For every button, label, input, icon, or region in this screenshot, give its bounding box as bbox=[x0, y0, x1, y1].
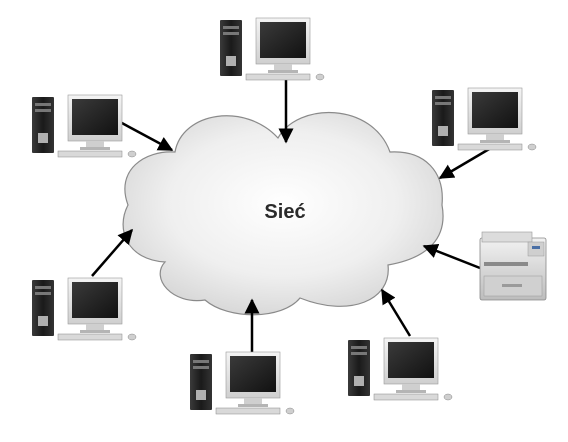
keyboard bbox=[57, 333, 123, 341]
mouse bbox=[127, 150, 137, 158]
network-label: Sieć bbox=[264, 201, 305, 223]
arrow-upper-right-computer bbox=[438, 143, 497, 180]
arrow-upper-left-computer bbox=[119, 120, 174, 152]
mouse bbox=[285, 407, 295, 415]
network-cloud: Sieć bbox=[122, 111, 444, 316]
screen bbox=[230, 356, 276, 392]
mouse bbox=[315, 73, 325, 81]
mouse bbox=[527, 143, 537, 151]
screen bbox=[260, 22, 306, 58]
desktop-computer-icon bbox=[32, 94, 137, 158]
keyboard bbox=[373, 393, 439, 401]
connections bbox=[91, 80, 497, 352]
screen bbox=[388, 342, 434, 378]
arrow-lower-left-computer bbox=[91, 228, 133, 277]
screen bbox=[72, 282, 118, 318]
screen bbox=[72, 99, 118, 135]
desktop-computer-icon bbox=[348, 337, 453, 401]
printer-icon bbox=[479, 231, 547, 301]
keyboard bbox=[457, 143, 523, 151]
mouse bbox=[127, 333, 137, 341]
desktop-computer-icon bbox=[32, 277, 137, 341]
desktop-computer-icon bbox=[190, 351, 295, 415]
desktop-computer-icon bbox=[220, 17, 325, 81]
desktop-computer-icon bbox=[432, 87, 537, 151]
keyboard bbox=[215, 407, 281, 415]
arrow-lower-right-computer bbox=[380, 288, 412, 337]
mouse bbox=[443, 393, 453, 401]
arrow-printer bbox=[422, 243, 481, 270]
screen bbox=[472, 92, 518, 128]
cloud-shape bbox=[122, 111, 444, 316]
keyboard bbox=[57, 150, 123, 158]
keyboard bbox=[245, 73, 311, 81]
